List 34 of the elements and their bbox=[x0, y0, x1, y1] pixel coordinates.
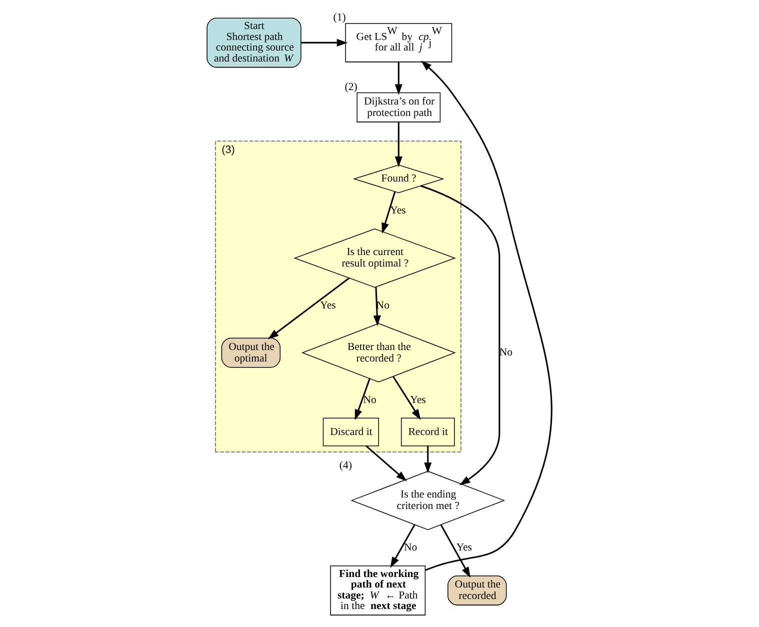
arrow bbox=[440, 524, 470, 578]
node-box: Output the optimal bbox=[221, 338, 281, 368]
arrow bbox=[394, 62, 402, 96]
edge-label: Yes bbox=[320, 299, 336, 312]
arrow bbox=[301, 38, 348, 46]
node-diamond: Better than the recorded ? bbox=[301, 323, 456, 382]
edge-label: No bbox=[499, 346, 513, 359]
arrow bbox=[394, 122, 402, 168]
arrow bbox=[420, 185, 500, 486]
node-diamond: Found ? bbox=[352, 164, 444, 194]
node-box: Discard it bbox=[322, 418, 380, 446]
arrow bbox=[354, 378, 370, 420]
node-label: (2) bbox=[344, 80, 358, 93]
node-label: (4) bbox=[339, 459, 352, 472]
arrow bbox=[424, 446, 432, 474]
edge-label: Yes bbox=[456, 542, 472, 554]
arrow bbox=[373, 287, 381, 326]
node-box: Find the working path of next stage; W ← Path in the next stage bbox=[330, 565, 426, 616]
node-diamond: Is the current result optimal ? bbox=[294, 228, 456, 288]
arrow bbox=[392, 376, 421, 420]
arrow bbox=[366, 445, 407, 482]
edge-label: Yes bbox=[410, 394, 426, 406]
edge-label: No bbox=[363, 394, 376, 406]
arrow bbox=[390, 524, 416, 568]
node-box: Record it bbox=[400, 418, 455, 446]
node-box: Dijkstra’s on for protection path bbox=[356, 92, 441, 122]
node-label: (1) bbox=[333, 12, 346, 24]
edge-label: No bbox=[404, 542, 418, 554]
arrow bbox=[420, 60, 552, 571]
arrow bbox=[268, 278, 350, 340]
edge-label: Yes bbox=[390, 204, 406, 217]
node-box: Start Shortest path connecting source and destination W bbox=[206, 18, 302, 68]
node-box: Output the recorded bbox=[448, 575, 507, 606]
arrow bbox=[382, 192, 396, 234]
